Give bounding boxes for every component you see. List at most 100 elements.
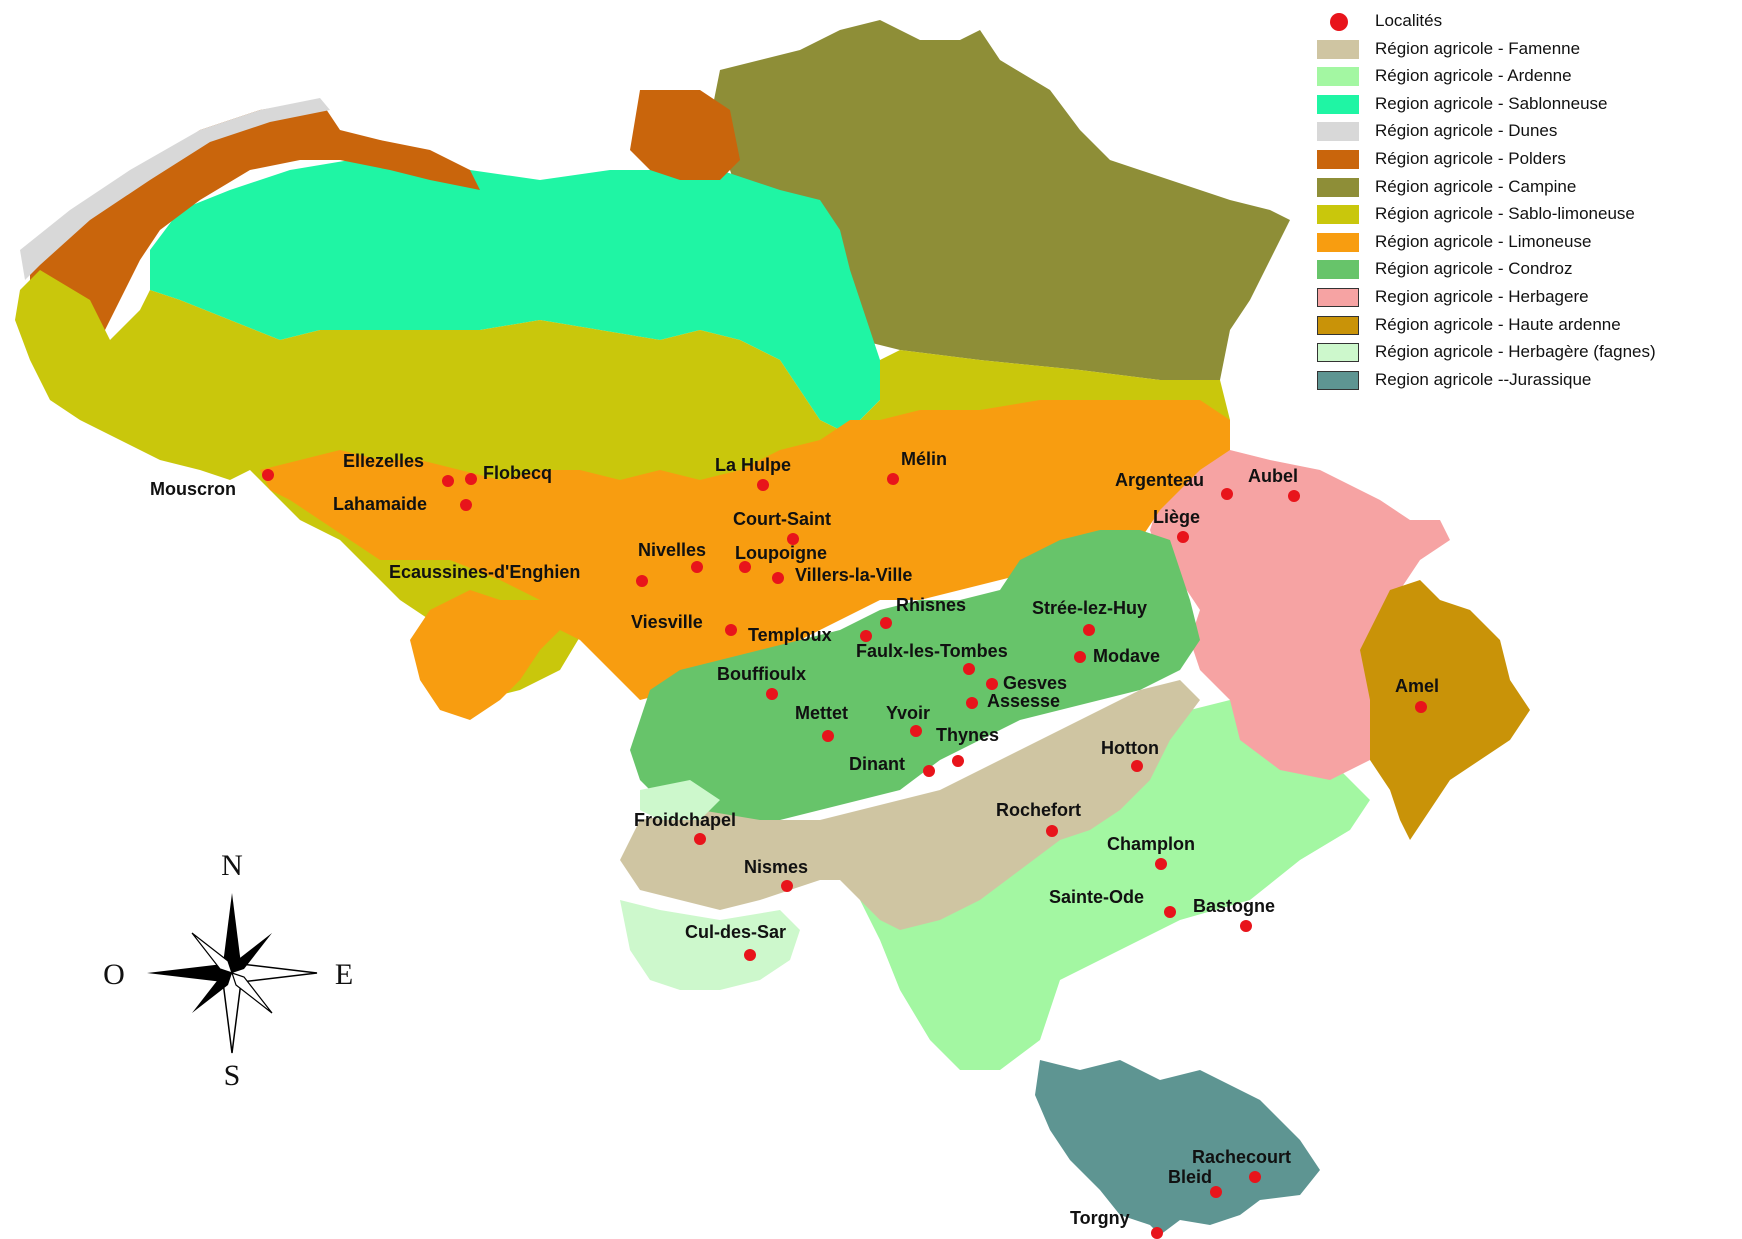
locality-dot (1046, 825, 1058, 837)
locality-dot (887, 473, 899, 485)
locality-label: Hotton (1101, 738, 1159, 758)
locality-dot (1131, 760, 1143, 772)
locality-dot (880, 617, 892, 629)
region-sablonneuse (150, 150, 880, 430)
locality-dot (739, 561, 751, 573)
locality-label: Mouscron (150, 479, 236, 499)
locality-dot (772, 572, 784, 584)
legend-swatch (1317, 67, 1359, 87)
region-limoneuse (260, 400, 1230, 720)
legend-label: Région agricole - Ardenne (1375, 66, 1572, 86)
locality-label: Nivelles (638, 540, 706, 560)
locality-label: Loupoigne (735, 543, 827, 563)
legend-swatch (1317, 177, 1359, 197)
legend-label: Région agricole - Herbagère (fagnes) (1375, 342, 1656, 362)
locality-dot (1155, 858, 1167, 870)
legend-label: Region agricole - Herbagere (1375, 286, 1589, 306)
region-jurassique (1035, 1060, 1320, 1235)
legend-item-region: Région agricole - Ardenne (1315, 63, 1740, 91)
legend-item-region: Region agricole --Jurassique (1315, 367, 1740, 395)
locality-label: Rhisnes (896, 595, 966, 615)
locality-label: Ellezelles (343, 451, 424, 471)
legend-item-region: Région agricole - Famenne (1315, 36, 1740, 64)
locality-label: Temploux (748, 625, 832, 645)
locality-label: Rachecourt (1192, 1147, 1291, 1167)
locality-label: Court-Saint (733, 509, 831, 529)
locality-label: Faulx-les-Tombes (856, 641, 1008, 661)
locality-label: Torgny (1070, 1208, 1130, 1228)
compass-north-label: N (221, 849, 243, 882)
locality-dot (1164, 906, 1176, 918)
legend-swatch (1317, 122, 1359, 142)
region-fagnes (620, 900, 800, 990)
legend-swatch (1317, 370, 1359, 390)
locality-label: Ecaussines-d'Enghien (389, 562, 580, 582)
locality-dot (1221, 488, 1233, 500)
region-polders (30, 100, 480, 340)
legend-label: Région agricole - Sablo-limoneuse (1375, 204, 1635, 224)
locality-dot (923, 765, 935, 777)
legend-label: Localités (1375, 11, 1443, 30)
locality-label: Assesse (987, 691, 1060, 711)
locality-label: Argenteau (1115, 470, 1204, 490)
region-fagnes-2 (640, 780, 720, 820)
compass-needle-north (223, 893, 241, 973)
region-famenne (620, 680, 1200, 930)
legend-swatch (1317, 315, 1359, 335)
locality-label: Rochefort (996, 800, 1081, 820)
compass-east-label: E (335, 958, 353, 991)
legend-item-region: Région agricole - Dunes (1315, 118, 1740, 146)
locality-label: Champlon (1107, 834, 1195, 854)
legend-label: Région agricole - Famenne (1375, 38, 1581, 58)
compass-south-label: S (224, 1059, 241, 1092)
locality-dot (910, 725, 922, 737)
locality-dot (1210, 1186, 1222, 1198)
locality-dot (460, 499, 472, 511)
locality-dot (1151, 1227, 1163, 1239)
locality-label: Thynes (936, 725, 999, 745)
compass-rose: N S E O (103, 849, 353, 1092)
compass-needle-west (147, 964, 232, 982)
legend-item-region: Région agricole - Limoneuse (1315, 229, 1740, 257)
locality-dot-icon (1330, 13, 1348, 31)
legend-item-region: Région agricole - Condroz (1315, 256, 1740, 284)
locality-dot (691, 561, 703, 573)
locality-dot (1249, 1171, 1261, 1183)
locality-label: Villers-la-Ville (795, 565, 912, 585)
locality-dot (465, 473, 477, 485)
legend-label: Region agricole - Sablonneuse (1375, 93, 1608, 113)
locality-dot (822, 730, 834, 742)
legend-swatch (1317, 343, 1359, 363)
locality-label: Dinant (849, 754, 905, 774)
locality-dot (986, 678, 998, 690)
locality-label: Viesville (631, 612, 703, 632)
region-haute-ardenne (1360, 580, 1530, 840)
locality-dot (860, 630, 872, 642)
legend-swatch (1317, 232, 1359, 252)
legend-item-region: Region agricole - Sablonneuse (1315, 91, 1740, 119)
locality-dot (1288, 490, 1300, 502)
locality-dot (1074, 651, 1086, 663)
legend-item-region: Région agricole - Sablo-limoneuse (1315, 201, 1740, 229)
compass-west-label: O (103, 958, 125, 991)
legend-label: Région agricole - Condroz (1375, 259, 1573, 279)
legend-swatch (1317, 94, 1359, 114)
locality-label: Bleid (1168, 1167, 1212, 1187)
locality-dot (442, 475, 454, 487)
locality-label: Modave (1093, 646, 1160, 666)
compass-needle-sw (192, 973, 232, 1013)
locality-dot (1240, 920, 1252, 932)
locality-label: Yvoir (886, 703, 930, 723)
locality-label: Lahamaide (333, 494, 427, 514)
locality-dot (636, 575, 648, 587)
locality-label: Froidchapel (634, 810, 736, 830)
legend-label: Région agricole - Campine (1375, 176, 1577, 196)
locality-dot (1083, 624, 1095, 636)
legend-item-region: Région agricole - Polders (1315, 146, 1740, 174)
locality-label: La Hulpe (715, 455, 791, 475)
region-dunes (20, 98, 330, 280)
legend-label: Région agricole - Haute ardenne (1375, 314, 1621, 334)
